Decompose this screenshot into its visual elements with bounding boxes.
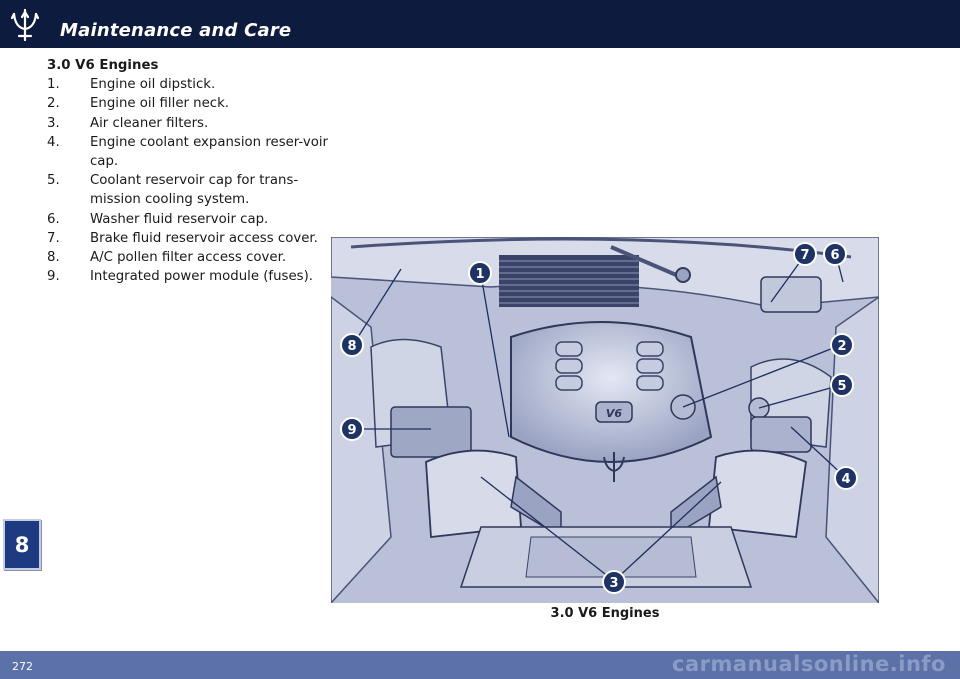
page-number: 272 — [12, 660, 33, 673]
section-title: Maintenance and Care — [60, 20, 292, 41]
trident-icon — [10, 8, 40, 42]
header-bar: Maintenance and Care — [0, 0, 960, 48]
list-item: 1.Engine oil dipstick. — [47, 77, 216, 93]
callout-7: 7 — [793, 242, 817, 266]
callout-2: 2 — [830, 333, 854, 357]
callout-9: 9 — [340, 417, 364, 441]
list-item: 5.Coolant reservoir cap for trans-missio… — [47, 173, 299, 208]
engine-bay-illustration: V6 — [331, 237, 879, 603]
svg-text:7: 7 — [800, 248, 809, 263]
callout-6: 6 — [823, 242, 847, 266]
watermark: carmanualsonline.info — [672, 652, 946, 676]
svg-text:2: 2 — [837, 339, 846, 354]
list-item: 9.Integrated power module (fuses). — [47, 269, 313, 285]
svg-text:6: 6 — [830, 248, 839, 263]
figure-caption: 3.0 V6 Engines — [550, 606, 660, 621]
callout-1: 1 — [468, 261, 492, 285]
callout-3: 3 — [602, 570, 626, 594]
list-item: 4.Engine coolant expansion reser-voir ca… — [47, 134, 329, 170]
list-item: 8.A/C pollen filter access cover. — [47, 250, 287, 266]
callout-4: 4 — [834, 466, 858, 490]
list-item: 7.Brake fluid reservoir access cover. — [47, 230, 318, 246]
list-heading: 3.0 V6 Engines — [47, 58, 159, 73]
svg-text:9: 9 — [347, 423, 356, 438]
chapter-tab[interactable]: 8 — [3, 519, 41, 570]
list-item: 6.Washer fluid reservoir cap. — [47, 211, 269, 227]
callout-8: 8 — [340, 333, 364, 357]
engine-badge: V6 — [606, 407, 623, 420]
parts-list: 3.0 V6 Engines 1.Engine oil dipstick. 2.… — [47, 56, 337, 286]
list-item: 2.Engine oil filler neck. — [47, 96, 230, 112]
engine-bay-drawing: V6 — [331, 237, 879, 603]
svg-text:5: 5 — [837, 379, 846, 394]
footer-bar — [0, 651, 960, 679]
svg-text:3: 3 — [609, 576, 618, 591]
svg-text:1: 1 — [475, 267, 484, 282]
callout-5: 5 — [830, 373, 854, 397]
list-item: 3.Air cleaner filters. — [47, 115, 209, 131]
svg-text:8: 8 — [347, 339, 356, 354]
svg-text:4: 4 — [841, 472, 850, 487]
